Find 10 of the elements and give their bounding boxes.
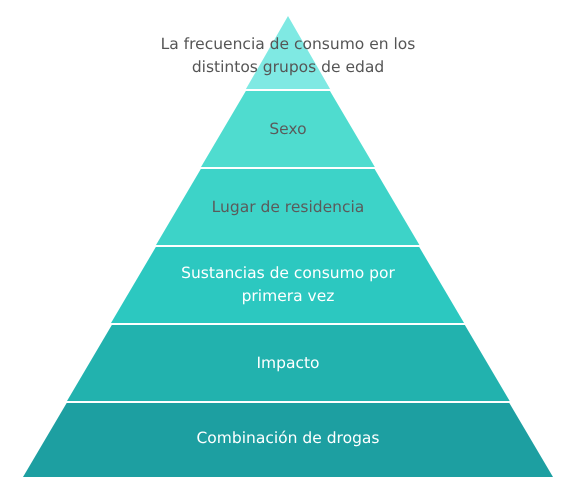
- pyramid-tier: [200, 90, 376, 168]
- tier-label: Sexo: [268, 119, 308, 140]
- pyramid-tier: [110, 246, 466, 324]
- pyramid-tier: [22, 402, 554, 478]
- pyramid-tier: [155, 168, 421, 246]
- tier-label: Impacto: [255, 353, 321, 374]
- pyramid-tier: [66, 324, 510, 402]
- tier-label: Lugar de residencia: [210, 197, 366, 218]
- tier-label: Sustancias de consumo por primera vez: [180, 263, 396, 307]
- tier-label: Combinación de drogas: [195, 428, 380, 449]
